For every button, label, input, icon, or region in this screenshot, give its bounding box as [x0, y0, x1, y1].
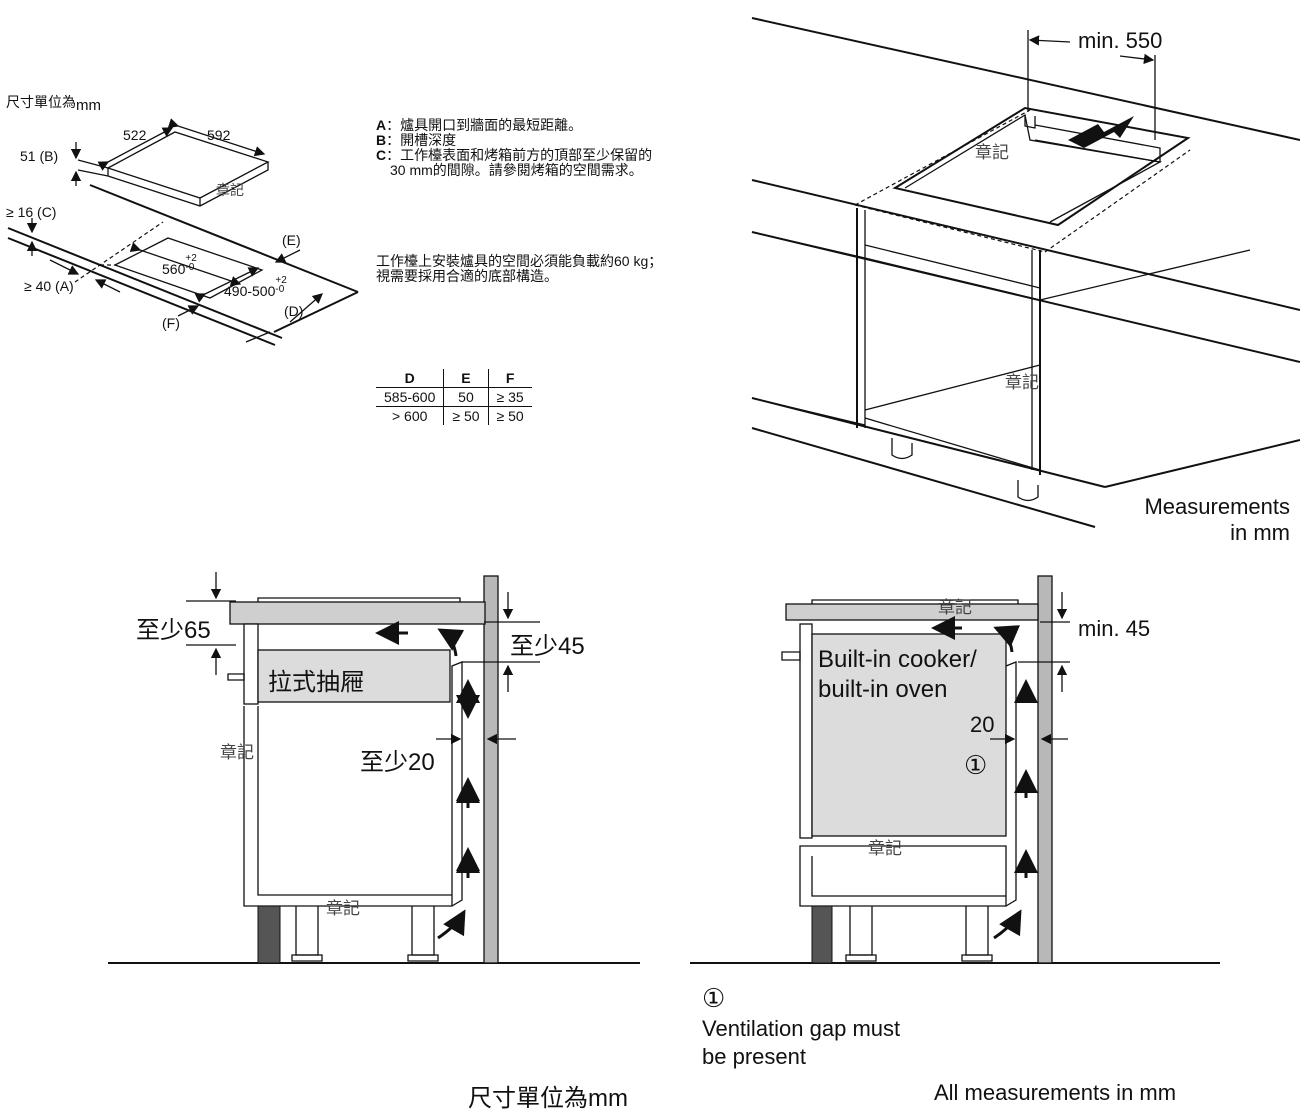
- section-oven-diagram: [690, 575, 1220, 964]
- legend-c-cont: 30 mm的間隙。請參閱烤箱的空間需求。: [390, 162, 643, 178]
- section-drawer-diagram: [108, 572, 640, 964]
- dim-e-label: (E): [282, 232, 301, 248]
- wall-right: [1037, 575, 1053, 964]
- dim-560-label: 560+2-0: [162, 253, 197, 278]
- measurements-label-1: Measurements: [1144, 494, 1290, 519]
- wall-left: [483, 575, 499, 964]
- dim-490-500-label: 490-500+2-0: [224, 275, 287, 300]
- cabinet-perspective-diagram: [751, 17, 1300, 528]
- oven-label-2: built-in oven: [818, 676, 948, 703]
- legend-b: B：開槽深度: [376, 132, 457, 148]
- drawer-label: 拉式抽屜: [268, 669, 364, 696]
- stamp-oven: 章記: [868, 839, 902, 858]
- hob-cutout-diagram: [7, 118, 359, 346]
- stamp-worktop-right: 章記: [938, 598, 972, 617]
- circle-1-marker: ①: [964, 750, 988, 780]
- drawer-box: [257, 649, 451, 703]
- table-cell: ≥ 50: [487, 406, 532, 425]
- dim-592: [167, 118, 266, 157]
- dim-522: [97, 127, 174, 171]
- min-20-label: 至少20: [360, 749, 435, 776]
- stamp-worktop: 章記: [975, 143, 1009, 162]
- oven-box: [811, 633, 1007, 837]
- dim-592-label: 592: [207, 127, 231, 143]
- dim-d-label: (D): [284, 303, 304, 319]
- stamp-cabinet: 章記: [1005, 373, 1039, 392]
- min-45-label-right: min. 45: [1078, 616, 1151, 641]
- unit-note-top-left: 尺寸單位為mm: [6, 94, 101, 114]
- table-row: 585-600 50 ≥ 35: [376, 387, 532, 407]
- load-note-1: 工作檯上安裝爐具的空間必須能負載約60 kg；: [376, 253, 663, 269]
- table-cell: ≥ 35: [487, 387, 532, 407]
- worktop-right: [785, 603, 1039, 621]
- stamp-carcass-left: 章記: [220, 743, 254, 762]
- dim-b-label: 51 (B): [20, 148, 59, 164]
- dim-f-label: (F): [162, 315, 180, 331]
- table-row: > 600 ≥ 50 ≥ 50: [376, 406, 532, 425]
- hob-cutout: [892, 106, 1191, 227]
- table-cell: 585-600: [376, 387, 444, 407]
- min-550-label: min. 550: [1078, 28, 1163, 53]
- dim-c-label: ≥ 16 (C): [6, 204, 57, 220]
- worktop-back-edge: [751, 17, 1300, 141]
- stamp-plinth-left: 章記: [326, 899, 360, 918]
- footnote-marker: ①: [702, 983, 726, 1013]
- oven-label-1: Built-in cooker/: [818, 646, 977, 673]
- legend-c: C：工作檯表面和烤箱前方的頂部至少保留的: [376, 147, 653, 163]
- worktop-left: [229, 601, 486, 625]
- dim-a-label: ≥ 40 (A): [24, 278, 74, 294]
- min-45-label-left: 至少45: [510, 633, 585, 660]
- worktop-edge-top: [89, 184, 359, 293]
- table-cell: > 600: [391, 408, 428, 424]
- min-65-label: 至少65: [136, 617, 211, 644]
- table-header: D: [376, 369, 444, 388]
- stamp-hob: 章記: [216, 182, 244, 198]
- unit-note-bottom: 尺寸單位為mm: [468, 1085, 628, 1112]
- legend-a: A：爐具開口到牆面的最短距離。: [376, 117, 583, 133]
- all-measurements-label: All measurements in mm: [934, 1080, 1177, 1105]
- worktop-front-top: [751, 179, 1300, 311]
- gap-20-label: 20: [970, 712, 995, 737]
- table-cell: 50: [443, 387, 489, 407]
- footnote-line-1: Ventilation gap must: [702, 1016, 901, 1041]
- measurements-label-2: in mm: [1230, 520, 1290, 545]
- dim-522-label: 522: [123, 127, 147, 143]
- dimension-table: D E F 585-600 50 ≥ 35 > 600 ≥ 50 ≥ 50: [376, 369, 532, 425]
- footnote-line-2: be present: [702, 1044, 806, 1069]
- arrow-double-icon: [1068, 116, 1134, 148]
- table-cell: ≥ 50: [443, 406, 489, 425]
- table-header: E: [443, 369, 489, 388]
- load-note-2: 視需要採用合適的底部構造。: [376, 268, 558, 284]
- table-header: F: [487, 369, 532, 388]
